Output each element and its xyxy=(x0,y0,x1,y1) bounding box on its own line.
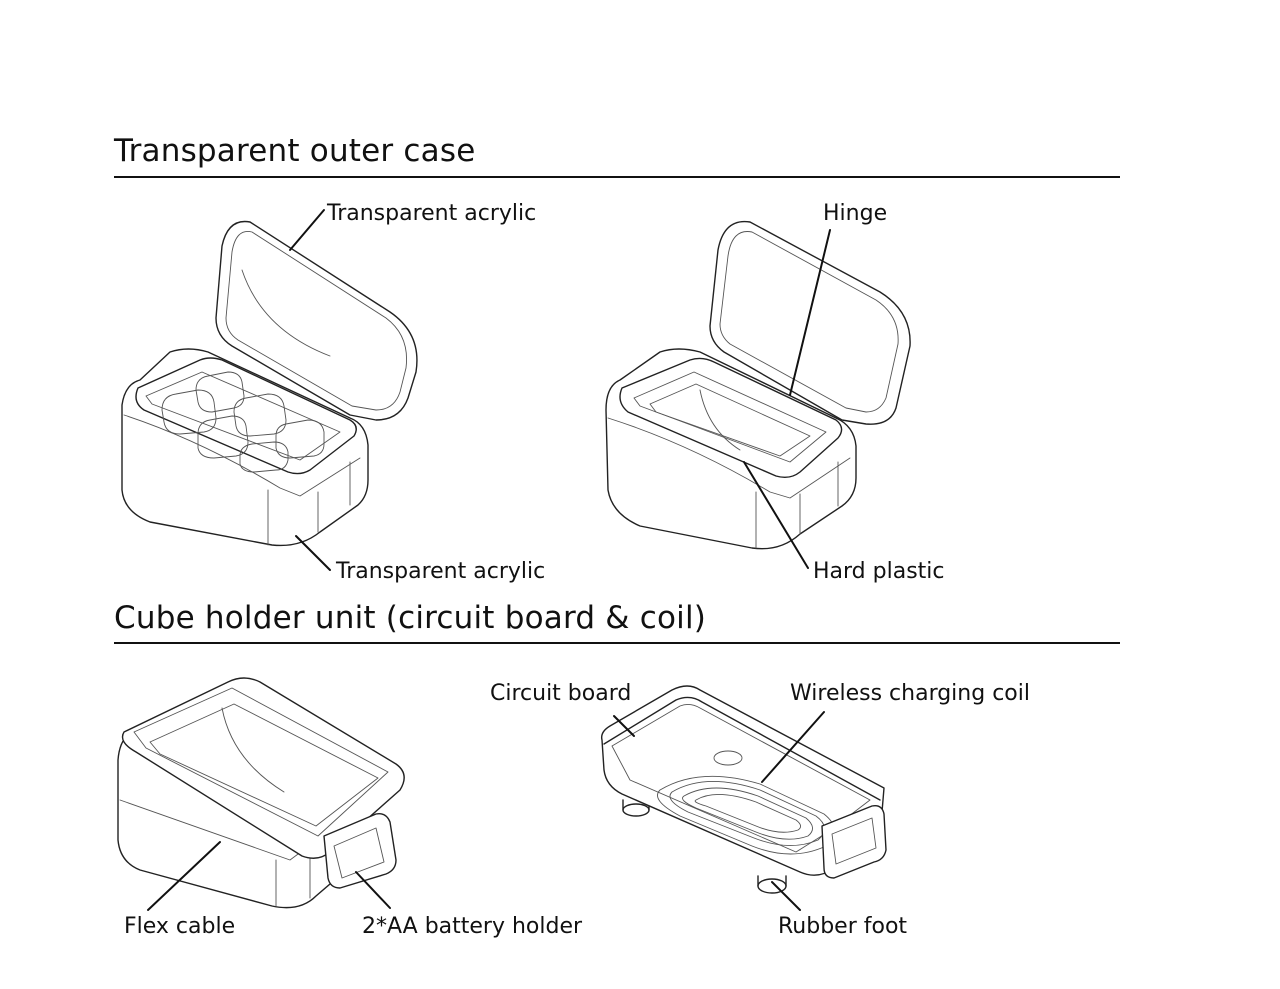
label-base-acrylic: Transparent acrylic xyxy=(336,559,546,584)
label-rubber-foot: Rubber foot xyxy=(778,914,908,939)
leader-hard-plastic xyxy=(743,461,809,569)
leader-lid-acrylic xyxy=(289,209,325,251)
section-title-outer-case: Transparent outer case xyxy=(114,133,476,169)
section-divider-holder-unit xyxy=(114,642,1120,644)
outer-case-empty-drawing xyxy=(605,220,911,550)
label-flex-cable: Flex cable xyxy=(124,914,236,939)
outer-case-with-cubes-drawing xyxy=(121,220,418,547)
label-lid-acrylic: Transparent acrylic xyxy=(327,201,537,226)
leader-flex-cable xyxy=(147,841,221,911)
leader-hinge xyxy=(789,229,831,396)
leader-circuit-board xyxy=(613,715,635,737)
section-title-holder-unit: Cube holder unit (circuit board & coil) xyxy=(114,600,707,636)
leader-rubber-foot xyxy=(771,881,801,911)
section-divider-outer-case xyxy=(114,176,1120,178)
label-charging-coil: Wireless charging coil xyxy=(790,681,1030,706)
label-hard-plastic: Hard plastic xyxy=(813,559,945,584)
circuit-board-coil-drawing xyxy=(600,685,887,894)
leader-base-acrylic xyxy=(295,535,331,571)
label-hinge: Hinge xyxy=(823,201,888,226)
label-circuit-board: Circuit board xyxy=(490,681,632,706)
leader-battery-holder xyxy=(355,871,391,909)
label-battery-holder: 2*AA battery holder xyxy=(362,914,583,939)
cube-holder-drawing xyxy=(117,677,405,909)
leader-charging-coil xyxy=(761,711,825,783)
